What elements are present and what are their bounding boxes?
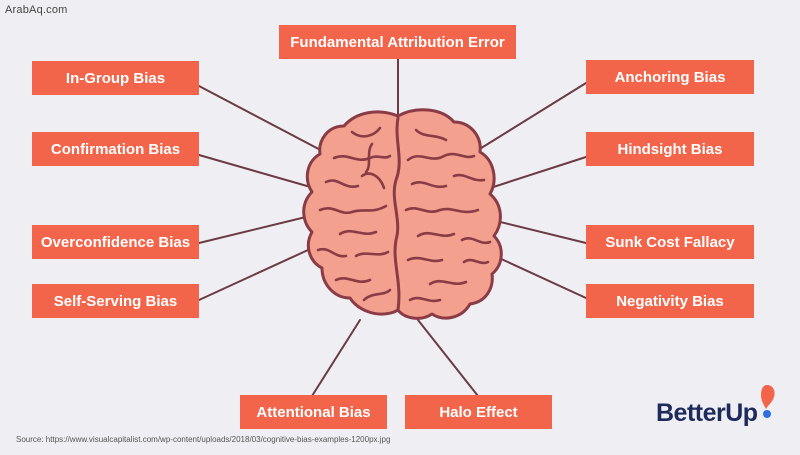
brain-icon bbox=[302, 108, 503, 320]
connector-halo-effect bbox=[417, 319, 479, 397]
logo-mark-icon bbox=[761, 385, 775, 418]
connector-hindsight-bias bbox=[483, 156, 587, 191]
betterup-logo: BetterUp bbox=[656, 383, 786, 433]
label-in-group-bias: In-Group Bias bbox=[32, 61, 199, 95]
label-hindsight-bias: Hindsight Bias bbox=[586, 132, 754, 166]
connector-attentional-bias bbox=[311, 319, 361, 397]
label-attentional-bias: Attentional Bias bbox=[240, 395, 387, 429]
connector-anchoring-bias bbox=[469, 82, 587, 156]
connector-overconfidence-bias bbox=[198, 215, 311, 244]
logo-wordmark: BetterUp bbox=[656, 399, 758, 427]
label-sunk-cost-fallacy: Sunk Cost Fallacy bbox=[586, 225, 754, 259]
label-self-serving-bias: Self-Serving Bias bbox=[32, 284, 199, 318]
connector-confirmation-bias bbox=[198, 154, 315, 189]
watermark-text: ArabAq.com bbox=[5, 4, 68, 16]
label-confirmation-bias: Confirmation Bias bbox=[32, 132, 199, 166]
connector-self-serving-bias bbox=[198, 249, 309, 301]
label-fundamental-attribution-error: Fundamental Attribution Error bbox=[279, 25, 516, 59]
connector-in-group-bias bbox=[198, 85, 331, 156]
label-anchoring-bias: Anchoring Bias bbox=[586, 60, 754, 94]
label-overconfidence-bias: Overconfidence Bias bbox=[32, 225, 199, 259]
source-caption: Source: https://www.visualcapitalist.com… bbox=[16, 435, 391, 444]
label-negativity-bias: Negativity Bias bbox=[586, 284, 754, 318]
connector-negativity-bias bbox=[485, 251, 587, 299]
label-halo-effect: Halo Effect bbox=[405, 395, 552, 429]
